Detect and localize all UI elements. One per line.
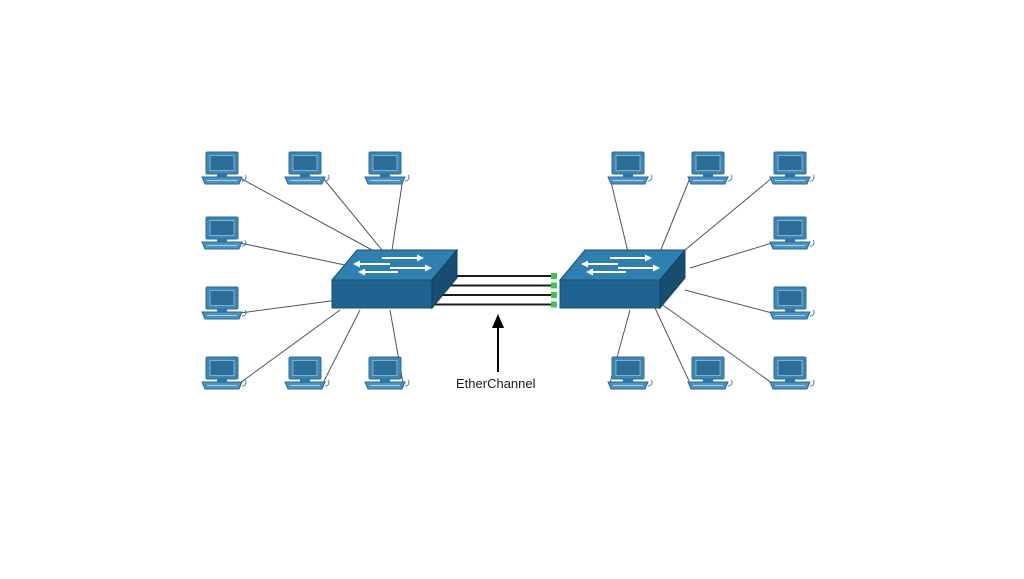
left-switch-icon bbox=[330, 248, 459, 310]
switch-arrow-head bbox=[645, 254, 652, 262]
switch-side-face bbox=[659, 248, 686, 310]
computer-icon bbox=[284, 151, 330, 185]
computer-icon bbox=[687, 151, 733, 185]
right-cable-4 bbox=[684, 289, 773, 314]
switch-arrow-head bbox=[353, 260, 360, 268]
right-cable-0 bbox=[609, 177, 629, 253]
computer-icon bbox=[687, 356, 733, 390]
switch-arrow-head bbox=[653, 264, 660, 272]
computer-icon bbox=[769, 356, 815, 390]
right-cable-3 bbox=[689, 242, 773, 269]
left-cable-6 bbox=[322, 309, 361, 384]
switch-front-face bbox=[331, 279, 433, 309]
switch-arrow-head bbox=[417, 254, 424, 262]
computer-icon bbox=[201, 151, 247, 185]
switch-arrow-head bbox=[358, 268, 365, 276]
port-right bbox=[551, 301, 557, 308]
left-cable-5 bbox=[239, 309, 341, 384]
right-cable-6 bbox=[654, 307, 691, 384]
left-cable-2 bbox=[391, 177, 404, 251]
right-cable-1 bbox=[659, 177, 691, 253]
port-right bbox=[551, 282, 557, 289]
computer-icon bbox=[607, 356, 653, 390]
computer-icon bbox=[201, 286, 247, 320]
right-cable-2 bbox=[684, 177, 773, 251]
cable-group bbox=[239, 177, 773, 384]
computer-icon bbox=[607, 151, 653, 185]
computer-icon bbox=[364, 151, 410, 185]
computer-icon bbox=[201, 356, 247, 390]
switch-front-face bbox=[559, 279, 661, 309]
left-cable-0 bbox=[239, 177, 373, 251]
switch-arrow-head bbox=[586, 268, 593, 276]
etherchannel-label: EtherChannel bbox=[456, 376, 536, 391]
computer-icon bbox=[201, 216, 247, 250]
port-right bbox=[551, 273, 557, 279]
left-cable-4 bbox=[239, 299, 339, 314]
right-switch-icon bbox=[558, 248, 687, 310]
left-cable-3 bbox=[239, 242, 346, 266]
computer-icon bbox=[769, 216, 815, 250]
switch-arrow-head bbox=[581, 260, 588, 268]
switch-arrow-head bbox=[425, 264, 432, 272]
right-cable-7 bbox=[659, 302, 773, 384]
computer-icon bbox=[769, 286, 815, 320]
computer-icon bbox=[284, 356, 330, 390]
computer-icon bbox=[364, 356, 410, 390]
etherchannel-links bbox=[428, 273, 557, 308]
computer-icon bbox=[769, 151, 815, 185]
left-cable-1 bbox=[322, 177, 383, 251]
switch-side-face bbox=[431, 248, 458, 310]
port-right bbox=[551, 292, 557, 298]
arrow-up-head bbox=[492, 314, 504, 328]
